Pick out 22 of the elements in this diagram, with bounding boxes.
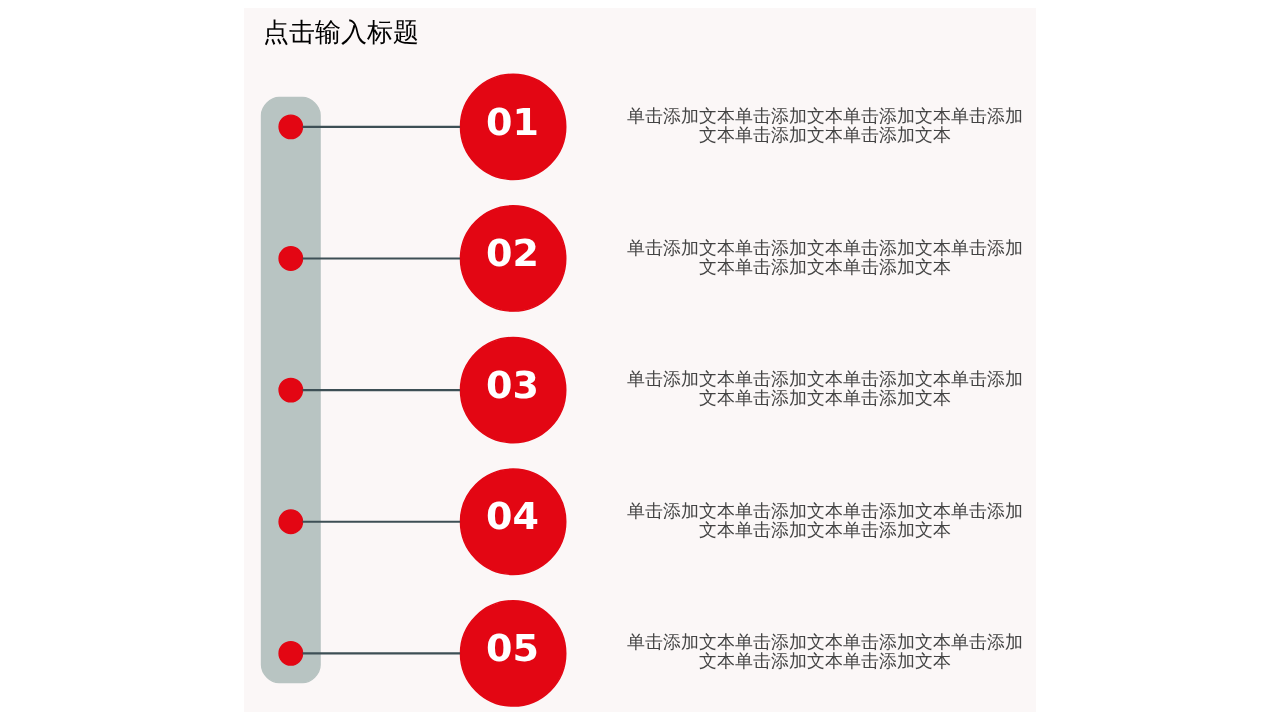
label: 单击添加文本单击添加文本单击添加文本单击添加文本单击添加文本单击添加文本 [626, 369, 1023, 409]
connector [302, 389, 461, 392]
connector [302, 520, 461, 523]
label: 单击添加文本单击添加文本单击添加文本单击添加文本单击添加文本单击添加文本 [626, 237, 1023, 277]
label: 单击添加文本单击添加文本单击添加文本单击添加文本单击添加文本单击添加文本 [626, 105, 1023, 145]
node-circle [278, 246, 304, 271]
connector [302, 652, 461, 655]
node-circle: 02 [459, 205, 567, 312]
label: 单击添加文本单击添加文本单击添加文本单击添加文本单击添加文本单击添加文本 [626, 632, 1023, 672]
cluster [260, 96, 321, 684]
label: 单击添加文本单击添加文本单击添加文本单击添加文本单击添加文本单击添加文本 [626, 500, 1023, 540]
diagram-title: 点击输入标题 [263, 16, 420, 47]
node-circle [278, 377, 304, 403]
node-circle: 04 [459, 468, 567, 576]
node-circle: 01 [459, 73, 567, 181]
node-circle: 05 [459, 600, 567, 707]
connector [302, 257, 461, 260]
node-circle [278, 114, 304, 140]
connector [302, 125, 461, 128]
node-circle [278, 640, 304, 666]
node-circle [278, 509, 304, 535]
node-circle: 03 [459, 336, 567, 444]
